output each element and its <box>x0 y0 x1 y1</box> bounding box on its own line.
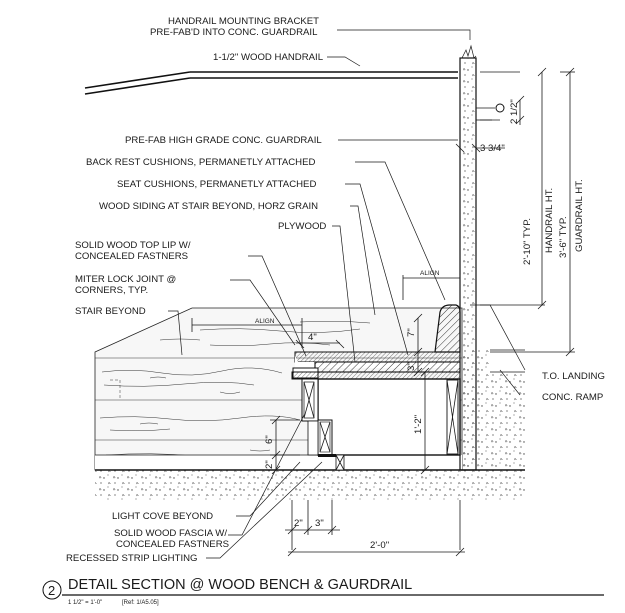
dim-back-height: 2'-10" TYP. <box>522 218 533 265</box>
dim-guardrail-ht: GUARDRAIL HT. <box>574 179 585 252</box>
dim-handrail-ht: HANDRAIL HT. <box>544 188 555 253</box>
label-stair-beyond: STAIR BEYOND <box>75 306 146 317</box>
dim-cushion-back: 7" <box>406 328 417 337</box>
bench-dimension-lines <box>270 367 465 557</box>
dim-overall-depth: 2'-0" <box>370 540 389 551</box>
detail-ref: [Ref: 1/A5.05] <box>122 600 159 606</box>
back-cushion <box>434 304 461 353</box>
detail-scale: 1 1/2" = 1'-0" <box>68 600 102 606</box>
dim-guardrail-typ: 3'-6" TYP. <box>558 216 569 258</box>
vertical-dimension-lines <box>455 67 575 357</box>
label-bracket-2: PRE-FAB'D INTO CONC. GUARDRAIL <box>150 27 318 38</box>
label-guardrail: PRE-FAB HIGH GRADE CONC. GUARDRAIL <box>125 135 322 146</box>
label-wood-siding: WOOD SIDING AT STAIR BEYOND, HORZ GRAIN <box>99 201 318 212</box>
label-strip-lighting: RECESSED STRIP LIGHTING <box>66 553 198 564</box>
label-fascia-2: CONCEALED FASTNERS <box>116 539 229 550</box>
dim-fascia-ht: 6" <box>264 435 275 444</box>
dim-bottom-a: 2" <box>294 518 303 529</box>
label-fascia-1: SOLID WOOD FASCIA W/ <box>114 528 227 539</box>
label-miter-1: MITER LOCK JOINT @ <box>75 274 176 285</box>
label-bracket-1: HANDRAIL MOUNTING BRACKET <box>168 16 319 27</box>
label-miter-2: CORNERS, TYP. <box>75 285 148 296</box>
label-to-landing: T.O. LANDING <box>542 371 605 382</box>
dim-bracket-offset: 2 1/2" <box>509 99 520 124</box>
label-seat-cushions: SEAT CUSHIONS, PERMANETLY ATTACHED <box>117 179 316 190</box>
label-top-lip-1: SOLID WOOD TOP LIP W/ <box>75 240 191 251</box>
dim-lip-width: 4" <box>308 332 317 343</box>
bench-box <box>301 378 461 471</box>
seat-assembly <box>291 351 461 380</box>
label-plywood: PLYWOOD <box>278 221 326 232</box>
label-top-lip-2: CONCEALED FASTNERS <box>75 251 188 262</box>
label-handrail: 1-1/2" WOOD HANDRAIL <box>213 52 324 63</box>
title-block: 2 DETAIL SECTION @ WOOD BENCH & GAURDRAI… <box>42 577 604 606</box>
leader-lines <box>168 29 526 559</box>
label-light-cove: LIGHT COVE BEYOND <box>112 511 213 522</box>
align-marks <box>191 275 461 377</box>
dim-seat-height: 1'-2" <box>413 415 424 434</box>
annotation-labels: HANDRAIL MOUNTING BRACKET PRE-FAB'D INTO… <box>66 16 605 564</box>
wood-handrail <box>84 71 505 121</box>
dim-wall-thickness: 3 3/4" <box>480 143 505 154</box>
label-conc-ramp: CONC. RAMP <box>542 392 603 403</box>
detail-number: 2 <box>48 583 55 598</box>
dimension-labels: 2 1/2" 3 3/4" 2'-10" TYP. HANDRAIL HT. 3… <box>255 99 585 551</box>
dim-seat-thick: 3" <box>406 362 417 371</box>
dim-align-upper: ALIGN <box>420 270 440 277</box>
dim-cove-ht: 2" <box>264 460 275 469</box>
label-back-cushions: BACK REST CUSHIONS, PERMANETLY ATTACHED <box>86 157 315 168</box>
dim-bottom-b: 3" <box>315 518 324 529</box>
detail-title: DETAIL SECTION @ WOOD BENCH & GAURDRAIL <box>68 577 412 593</box>
dim-align-lower: ALIGN <box>255 318 275 325</box>
concrete-guardrail-wall <box>459 44 477 471</box>
